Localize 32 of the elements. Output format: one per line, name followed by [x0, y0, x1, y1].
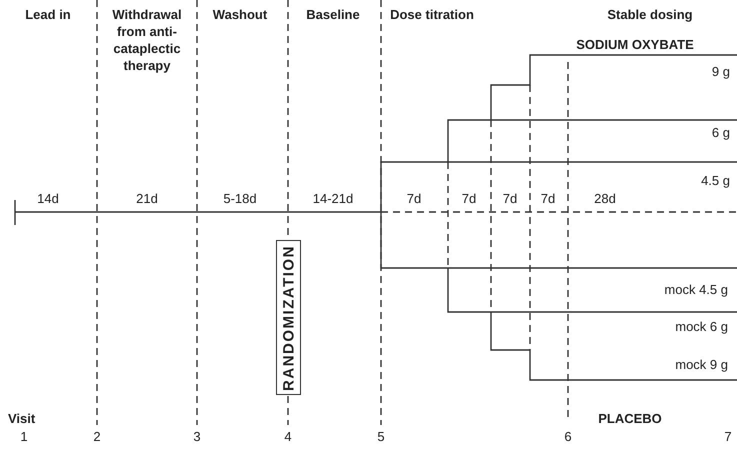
duration-label: 21d: [136, 190, 158, 207]
phase-heading: Withdrawal from anti-cataplectic therapy: [111, 6, 183, 74]
phase-heading: Stable dosing: [607, 6, 693, 23]
visit-number: 2: [93, 428, 101, 445]
randomization-box: RANDOMIZATION: [276, 240, 301, 395]
visit-heading: Visit: [8, 410, 36, 427]
phase-heading: Washout: [212, 6, 268, 23]
arm-label: SODIUM OXYBATE: [576, 36, 694, 53]
dose-label: mock 6 g: [675, 318, 728, 335]
phase-heading: Baseline: [306, 6, 360, 23]
dose-label: mock 9 g: [675, 356, 728, 373]
visit-number: 5: [377, 428, 385, 445]
visit-number: 3: [193, 428, 201, 445]
duration-label: 7d: [502, 190, 518, 207]
visit-number: 4: [284, 428, 292, 445]
phase-heading: Lead in: [25, 6, 71, 23]
dose-label: 4.5 g: [701, 172, 730, 189]
duration-label: 7d: [406, 190, 422, 207]
visit-number: 7: [724, 428, 732, 445]
visit-number: 1: [20, 428, 28, 445]
duration-label: 5-18d: [223, 190, 257, 207]
arm-label: PLACEBO: [598, 410, 662, 427]
visit-number: 6: [564, 428, 572, 445]
duration-label: 28d: [594, 190, 616, 207]
duration-label: 7d: [540, 190, 556, 207]
duration-label: 7d: [462, 190, 476, 207]
dose-label: 9 g: [712, 63, 730, 80]
duration-label: 14d: [37, 190, 59, 207]
phase-heading: Dose titration: [390, 6, 474, 23]
dose-label: mock 4.5 g: [664, 281, 728, 298]
dose-label: 6 g: [712, 124, 730, 141]
duration-label: 14-21d: [312, 190, 354, 207]
